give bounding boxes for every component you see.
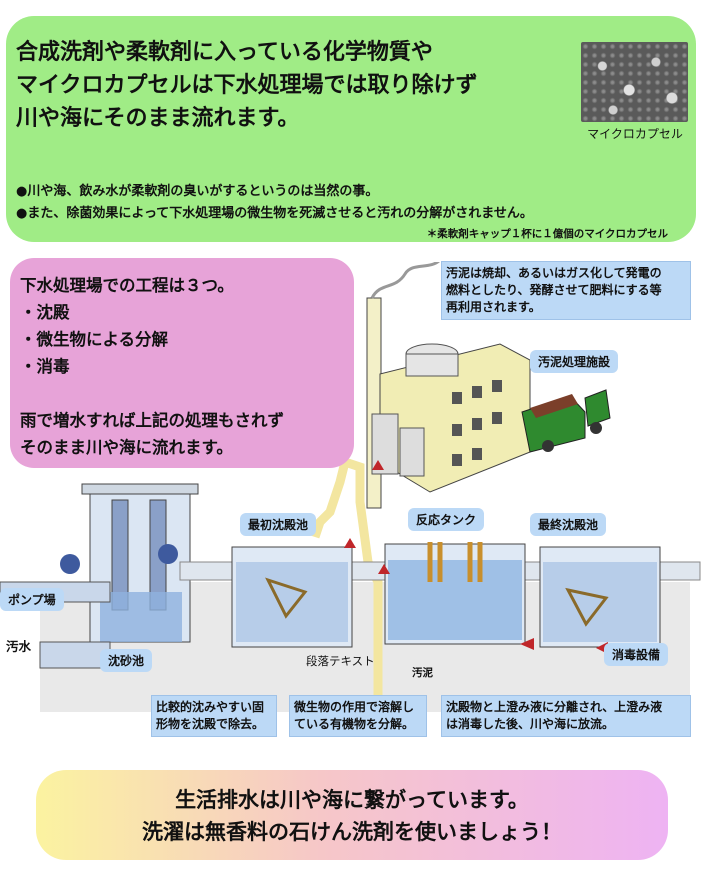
closing-message: 生活排水は川や海に繋がっています。 洗濯は無香料の石けん洗剤を使いましょう！	[36, 770, 668, 860]
valve-icon	[158, 544, 178, 564]
valve-icon	[60, 554, 80, 574]
description-final: 沈殿物と上澄み液に分離され、上澄み液 は消毒した後、川や海に放流。	[441, 695, 691, 737]
headline: 合成洗剤や柔軟剤に入っている化学物質や マイクロカプセルは下水処理場では取り除け…	[16, 36, 576, 135]
pump-station-label: ポンプ場	[0, 588, 64, 611]
steps-line: そのまま川や海に流れます。	[20, 438, 233, 457]
aeration-pipes	[427, 542, 483, 582]
steps-line: ・沈殿	[20, 303, 70, 322]
sewage-plant-diagram	[0, 262, 701, 732]
closing-line: 生活排水は川や海に繋がっています。	[175, 788, 529, 812]
sludge-label: 汚泥	[412, 667, 433, 679]
steps-line: ・微生物による分解	[20, 330, 169, 349]
steps-line: 下水処理場での工程は３つ。	[20, 276, 234, 295]
sludge-note-line: 燃料としたり、発酵させて肥料にする等	[446, 283, 662, 297]
headline-line: 川や海にそのまま流れます。	[16, 106, 300, 131]
chimney	[366, 297, 382, 509]
steps-line: ・消毒	[20, 357, 70, 376]
primary-tank-label: 最初沈殿池	[240, 513, 317, 536]
smoke	[370, 262, 440, 299]
grit-chamber-label: 沈砂池	[100, 649, 153, 672]
sludge-note: 汚泥は焼却、あるいはガス化して発電の 燃料としたり、発酵させて肥料にする等 再利…	[441, 261, 691, 320]
bullet-item: ●川や海、飲み水が柔軟剤の臭いがするというのは当然の事。	[16, 184, 379, 199]
headline-line: マイクロカプセルは下水処理場では取り除けず	[16, 73, 478, 98]
bullet-item: ●また、除菌効果によって下水処理場の微生物を死滅させると汚れの分解がされません。	[16, 206, 533, 221]
scraper-icon	[565, 587, 609, 627]
desc-line: 比較的沈みやすい固	[156, 700, 265, 714]
scraper-icon	[265, 577, 308, 619]
paragraph-text: 段落テキスト	[306, 654, 375, 668]
desc-line: ている有機物を分解。	[294, 717, 415, 731]
steps-line: 雨で増水すれば上記の処理もされず	[20, 411, 284, 430]
sewage-label: 汚水	[6, 639, 32, 654]
steps-line	[20, 380, 354, 407]
sludge-note-line: 汚泥は焼却、あるいはガス化して発電の	[446, 266, 662, 280]
desc-line: は消毒した後、川や海に放流。	[446, 717, 615, 731]
desc-line: 形物を沈殿で除去。	[156, 717, 265, 731]
truck-icon	[521, 389, 611, 453]
photo-caption: マイクロカプセル	[587, 127, 683, 141]
side-tank	[371, 413, 399, 475]
sludge-note-line: 再利用されます。	[446, 300, 541, 314]
description-primary: 比較的沈みやすい固 形物を沈殿で除去。	[151, 695, 277, 737]
process-steps-panel: 下水処理場での工程は３つ。 ・沈殿 ・微生物による分解 ・消毒 雨で増水すれば上…	[10, 258, 354, 468]
final-tank-label: 最終沈殿池	[530, 513, 607, 536]
reaction-tank-label: 反応タンク	[408, 508, 485, 531]
sludge-facility-label: 汚泥処理施設	[530, 350, 619, 373]
footnote: ＊柔軟剤キャップ１杯に１億個のマイクロカプセル	[426, 228, 668, 240]
headline-line: 合成洗剤や柔軟剤に入っている化学物質や	[16, 40, 433, 65]
desc-line: 微生物の作用で溶解し	[294, 700, 415, 714]
microcapsule-photo	[581, 42, 688, 122]
desc-line: 沈殿物と上澄み液に分離され、上澄み液	[446, 700, 663, 714]
disinfection-label: 消毒設備	[604, 643, 669, 666]
closing-line: 洗濯は無香料の石けん洗剤を使いましょう！	[142, 820, 562, 844]
description-reaction: 微生物の作用で溶解し ている有機物を分解。	[289, 695, 427, 737]
factory-windows	[452, 380, 502, 466]
